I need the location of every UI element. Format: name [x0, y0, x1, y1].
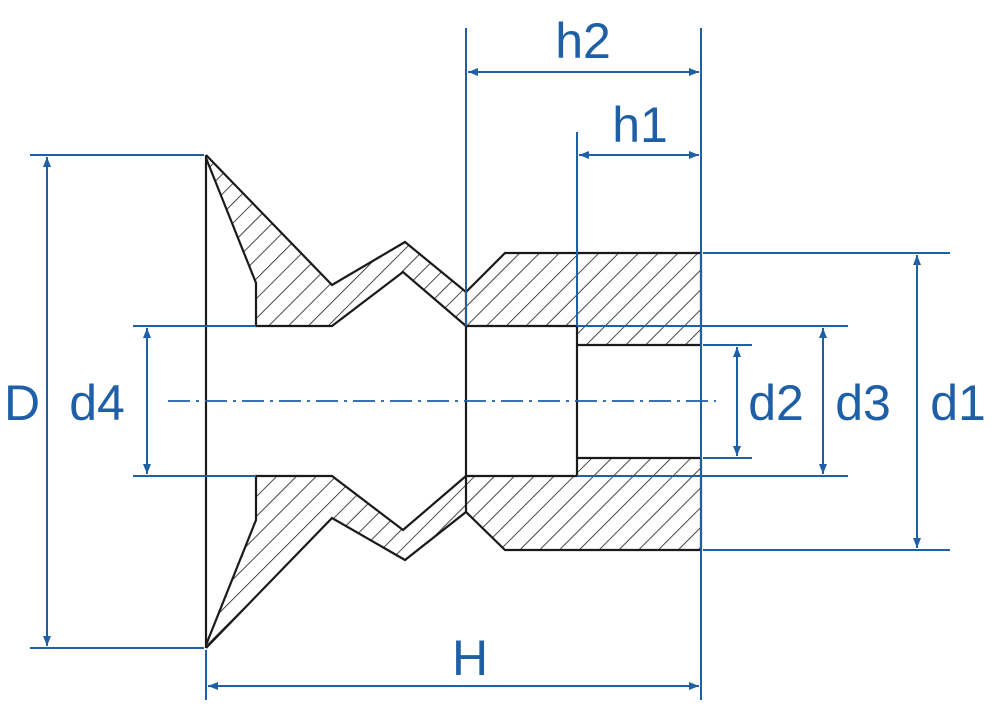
upper-inner-contour	[204, 157, 467, 328]
label-h2: h2	[555, 13, 611, 69]
part-cross-section	[206, 155, 701, 648]
lower-inner-contour	[204, 474, 467, 646]
label-d3: d3	[835, 375, 891, 431]
label-h-overall: H	[452, 630, 488, 686]
extension-lines	[30, 28, 950, 700]
lower-bellows-wall	[206, 476, 466, 648]
upper-bellows-wall	[206, 155, 466, 326]
label-h1: h1	[612, 97, 668, 153]
upper-shank	[466, 253, 701, 345]
label-d-outer: D	[4, 375, 40, 431]
lower-shank	[466, 458, 701, 550]
dimension-lines	[43, 68, 921, 690]
label-d4: d4	[69, 375, 125, 431]
label-d1: d1	[930, 375, 986, 431]
label-d2: d2	[748, 375, 804, 431]
dimension-labels: h2 h1 D d4 d2 d3 d1 H	[4, 13, 986, 686]
